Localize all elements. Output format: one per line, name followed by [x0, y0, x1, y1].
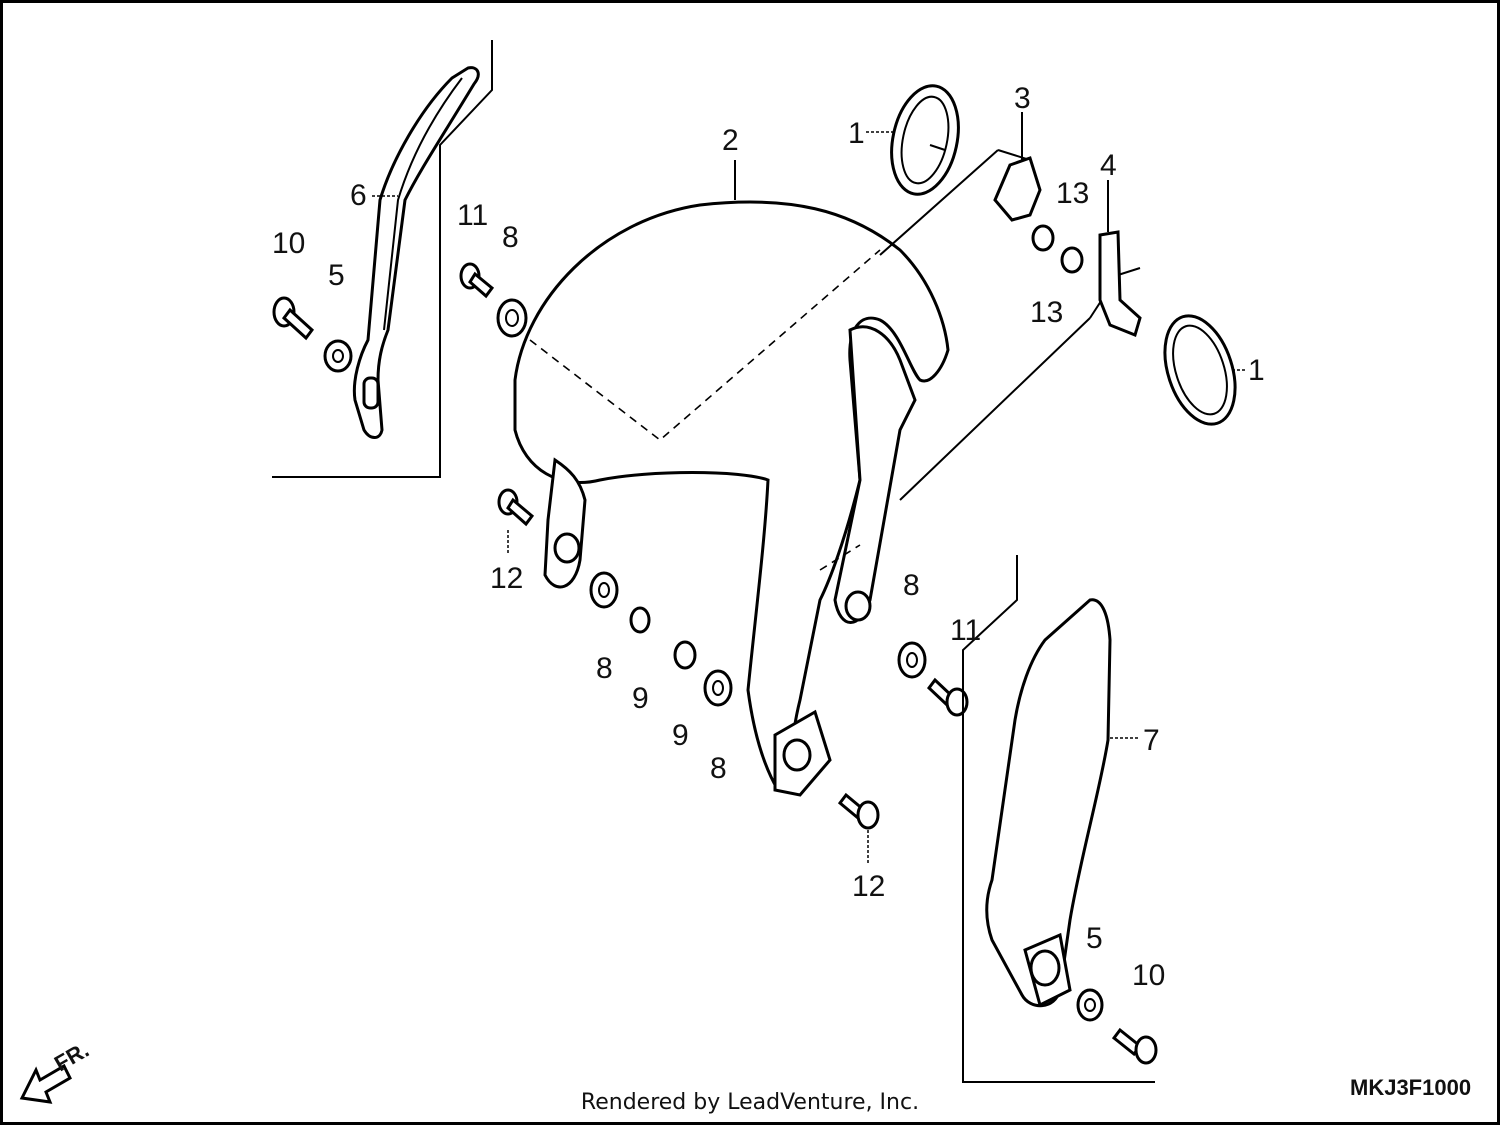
callout-5-right: 5 [1086, 922, 1103, 955]
fender-hidden-edge-2 [819, 544, 861, 571]
reflector-part-1-lower[interactable] [1152, 307, 1247, 433]
collar-part-9-center[interactable] [673, 640, 697, 670]
diagram-code: MKJ3F1000 [1350, 1075, 1471, 1100]
callout-8-right: 8 [903, 569, 920, 602]
callout-11-left: 11 [457, 199, 488, 232]
inset-box-left [272, 40, 493, 478]
fender-lower-mount-hole [782, 738, 812, 772]
grommet-part-8-center[interactable] [703, 669, 733, 707]
callout-12-lower: 12 [852, 870, 885, 903]
grommet-part-8-mid-left[interactable] [589, 571, 619, 609]
fender-right-mount-hole [844, 590, 872, 622]
callout-12-left: 12 [490, 562, 523, 595]
grommet-part-8-right[interactable] [897, 641, 927, 679]
collar-part-5-right[interactable] [1076, 988, 1104, 1022]
inset-box-right [962, 555, 1155, 1083]
bolt-part-12-left[interactable] [497, 488, 535, 527]
stay-bracket-edge [383, 77, 463, 331]
front-direction-arrow-icon [19, 1063, 72, 1104]
callout-11-right: 11 [950, 614, 981, 647]
assembly-line-upper [879, 149, 999, 256]
reflector-bracket-part-3[interactable] [993, 156, 1042, 222]
callout-10-right: 10 [1132, 959, 1165, 992]
callout-9-center: 9 [672, 719, 689, 752]
side-cover-mount-hole [1029, 949, 1061, 987]
callout-13-lower: 13 [1030, 296, 1063, 329]
callout-13-upper: 13 [1056, 177, 1089, 210]
bolt-part-11-left[interactable] [459, 262, 495, 299]
callout-2: 2 [722, 124, 739, 157]
fender-left-mount-hole [553, 532, 581, 564]
callout-8-mid-left: 8 [596, 652, 613, 685]
callout-8-upper-left: 8 [502, 221, 519, 254]
callout-5-left: 5 [328, 259, 345, 292]
stay-bracket-slot [362, 376, 380, 410]
nut-part-13-b[interactable] [1060, 246, 1084, 274]
grommet-part-8-upper-left[interactable] [496, 298, 528, 338]
reflector-bracket-part-4[interactable] [1098, 230, 1142, 338]
callout-7: 7 [1143, 724, 1160, 757]
callout-1-lower: 1 [1248, 354, 1265, 387]
side-cover-part-7[interactable] [985, 598, 1112, 1008]
bolt-part-12-lower[interactable] [837, 792, 880, 830]
callout-6: 6 [350, 179, 367, 212]
bolt-part-11-right[interactable] [926, 677, 969, 717]
fender-hidden-edge [529, 249, 881, 442]
front-fender-part-2[interactable] [513, 200, 950, 792]
collar-part-5-left[interactable] [323, 339, 353, 373]
nut-part-13-a[interactable] [1031, 224, 1055, 252]
callout-10-left: 10 [272, 227, 305, 260]
footer-caption: Rendered by LeadVenture, Inc. [580, 1090, 920, 1115]
callout-9-left: 9 [632, 682, 649, 715]
callout-8-center: 8 [710, 752, 727, 785]
collar-part-9-left[interactable] [629, 606, 651, 634]
callout-3: 3 [1014, 82, 1031, 115]
callout-1-upper: 1 [848, 117, 865, 150]
callout-4: 4 [1100, 149, 1117, 182]
assembly-line-lower [899, 317, 1091, 501]
reflector-part-1-upper[interactable] [882, 80, 967, 201]
bolt-part-10-right[interactable] [1111, 1027, 1158, 1065]
bolt-part-10-left[interactable] [272, 296, 315, 341]
